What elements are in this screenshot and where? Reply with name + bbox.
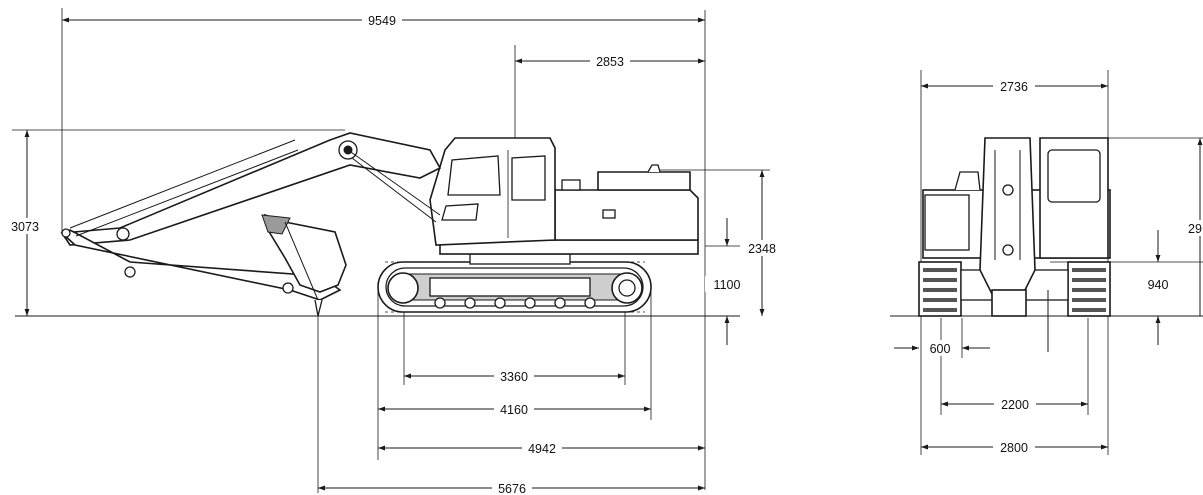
dimension-label-bg bbox=[993, 439, 1035, 455]
track-rollers bbox=[434, 297, 596, 309]
boom-body bbox=[60, 132, 442, 246]
dimension-track-length: 4160 bbox=[500, 403, 528, 417]
dimension-label-bg bbox=[1186, 220, 1203, 236]
bucket-pin bbox=[282, 282, 294, 294]
dimension-label-bg bbox=[590, 53, 630, 69]
dimension-label-bg bbox=[1142, 276, 1174, 292]
boom bbox=[60, 132, 442, 246]
idler-wheel bbox=[387, 272, 419, 304]
bucket-link bbox=[261, 214, 291, 235]
bucket-front bbox=[991, 289, 1027, 317]
dimension-track-gauge: 2200 bbox=[1001, 398, 1029, 412]
dimension-ground-clearance: 940 bbox=[1148, 278, 1169, 292]
dimension-label-bg bbox=[494, 368, 534, 384]
dimension-overall-height: 2348 bbox=[748, 242, 776, 256]
bucket-tooth bbox=[314, 299, 323, 317]
dimension-label-bg bbox=[492, 480, 532, 495]
dimension-label-bg bbox=[4, 218, 46, 234]
bucket-cylinder bbox=[284, 221, 319, 301]
engine-cover bbox=[554, 189, 699, 241]
bucket-shell bbox=[263, 213, 347, 293]
dimension-label-bg bbox=[362, 12, 402, 28]
bucket bbox=[261, 213, 347, 317]
cab-lower-window bbox=[441, 203, 479, 221]
dimension-label-bg bbox=[993, 78, 1035, 94]
dimension-boom-height: 3073 bbox=[11, 220, 39, 234]
service-door-handle bbox=[602, 209, 616, 219]
exhaust-stack bbox=[647, 164, 661, 173]
dimension-shoe-width: 600 bbox=[930, 342, 951, 356]
swing-bearing bbox=[469, 253, 571, 265]
air-filter-cap bbox=[561, 179, 581, 191]
cab-door-window bbox=[511, 155, 546, 201]
boom-arm-pin bbox=[116, 227, 130, 241]
dimension-label-bg bbox=[994, 396, 1036, 412]
boom-front-pin bbox=[1002, 244, 1014, 256]
sprocket-hub bbox=[618, 279, 636, 297]
dimension-label-bg bbox=[705, 276, 749, 292]
arm-cylinder-rod bbox=[75, 149, 299, 237]
counterweight-top bbox=[597, 171, 691, 191]
track-assembly bbox=[377, 253, 652, 313]
dimension-boom-reach: 5676 bbox=[498, 482, 526, 495]
front-boom bbox=[979, 137, 1049, 352]
dimension-upper-width: 2736 bbox=[1000, 80, 1028, 94]
dimension-label-bg bbox=[926, 340, 954, 356]
cab-front-window bbox=[447, 155, 501, 196]
engine-side-panel bbox=[924, 194, 970, 251]
track-frame-plate bbox=[429, 277, 591, 297]
arm-body bbox=[60, 229, 342, 301]
boom-front bbox=[979, 137, 1036, 301]
dimension-tumbler-distance: 3360 bbox=[500, 370, 528, 384]
dimension-counterweight-clearance: 1100 bbox=[714, 278, 741, 292]
boom-tip-pin bbox=[61, 228, 71, 238]
dimension-label-bg bbox=[494, 401, 534, 417]
boom-cylinder bbox=[347, 149, 441, 216]
dimension-undercarriage-width: 2800 bbox=[1000, 441, 1028, 455]
front-exhaust bbox=[954, 171, 981, 191]
dimension-rear-to-center: 2853 bbox=[596, 55, 624, 69]
arm-pin bbox=[124, 266, 136, 278]
dimension-rear-reach: 4942 bbox=[528, 442, 556, 456]
dimension-label-bg bbox=[522, 440, 562, 456]
side-view: 9549 2853 3073 2348 1100 3360 4160 4942 bbox=[4, 8, 782, 495]
boom-cylinder-rod bbox=[351, 157, 437, 223]
dimension-label-bg bbox=[742, 240, 782, 256]
dimension-overall-length: 9549 bbox=[368, 14, 396, 28]
boom-front-pin bbox=[1002, 184, 1014, 196]
cab-windshield bbox=[1047, 149, 1101, 203]
front-view: 2736 29 940 600 2200 2800 bbox=[890, 70, 1203, 455]
dimension-side-height-partial: 29 bbox=[1188, 222, 1202, 236]
arm-cylinder bbox=[69, 139, 296, 229]
upper-structure bbox=[429, 137, 699, 255]
arm bbox=[60, 139, 342, 301]
